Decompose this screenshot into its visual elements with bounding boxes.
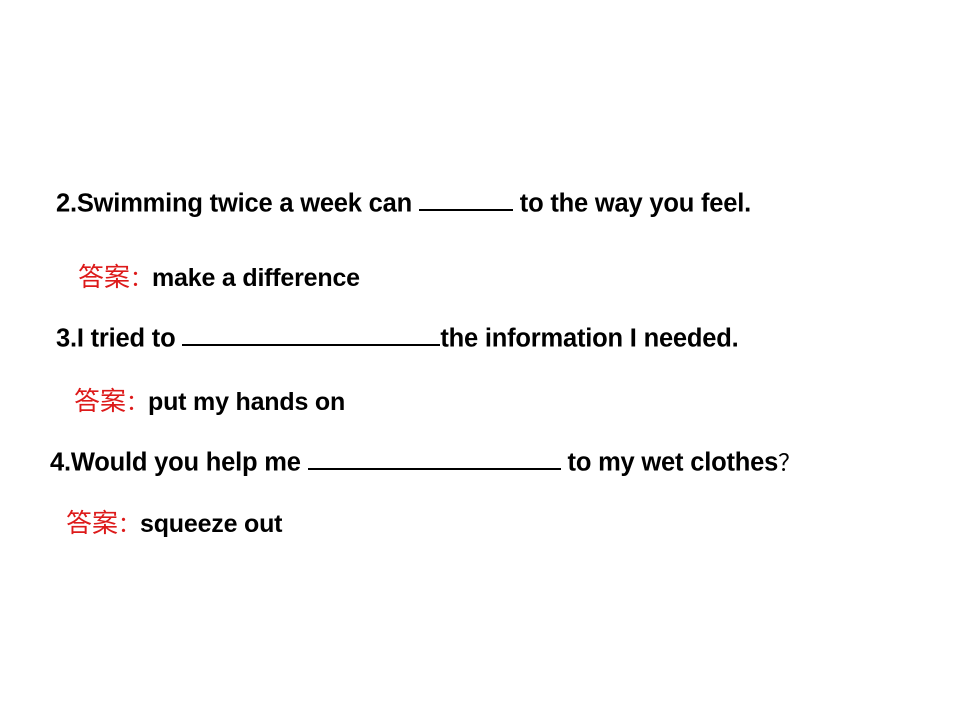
question-line-4: 4.Would you help me to my wet clothes？: [50, 445, 801, 476]
question-3-blank[interactable]: [182, 321, 441, 347]
answer-label-3-colon: ：: [118, 512, 141, 537]
answer-label-3: 答案：: [66, 508, 140, 538]
question-2-text-before-blank: 2.Swimming twice a week can: [56, 189, 419, 218]
question-4-text-after-blank: to my wet clothes: [560, 448, 779, 477]
question-4-question-mark: ？: [778, 450, 801, 477]
answer-label-2: 答案：: [74, 386, 148, 416]
answer-label-1-colon: ：: [130, 266, 153, 291]
question-line-3: 3.I tried to the information I needed.: [56, 321, 739, 352]
answer-label-1-text: 答案: [78, 262, 131, 292]
answer-line-2: 答案：put my hands on: [74, 388, 345, 415]
question-2-text-after-blank: to the way you feel.: [512, 189, 751, 218]
answer-1-value: make a difference: [152, 264, 360, 292]
answer-label-3-text: 答案: [66, 508, 119, 538]
answer-line-1: 答案：make a difference: [78, 264, 360, 291]
answer-label-1: 答案：: [78, 262, 152, 292]
answer-label-2-colon: ：: [126, 390, 149, 415]
question-4-blank[interactable]: [307, 445, 561, 471]
answer-line-3: 答案：squeeze out: [66, 508, 283, 538]
question-4-text-before-blank: 4.Would you help me: [50, 448, 308, 477]
answer-3-value: squeeze out: [140, 510, 283, 538]
question-3-text-after-blank: the information I needed.: [440, 324, 739, 353]
question-2-blank[interactable]: [418, 186, 513, 212]
answer-label-2-text: 答案: [74, 386, 127, 416]
question-3-text-before-blank: 3.I tried to: [56, 324, 183, 353]
answer-2-value: put my hands on: [148, 388, 346, 416]
question-line-2: 2.Swimming twice a week can to the way y…: [56, 186, 751, 217]
